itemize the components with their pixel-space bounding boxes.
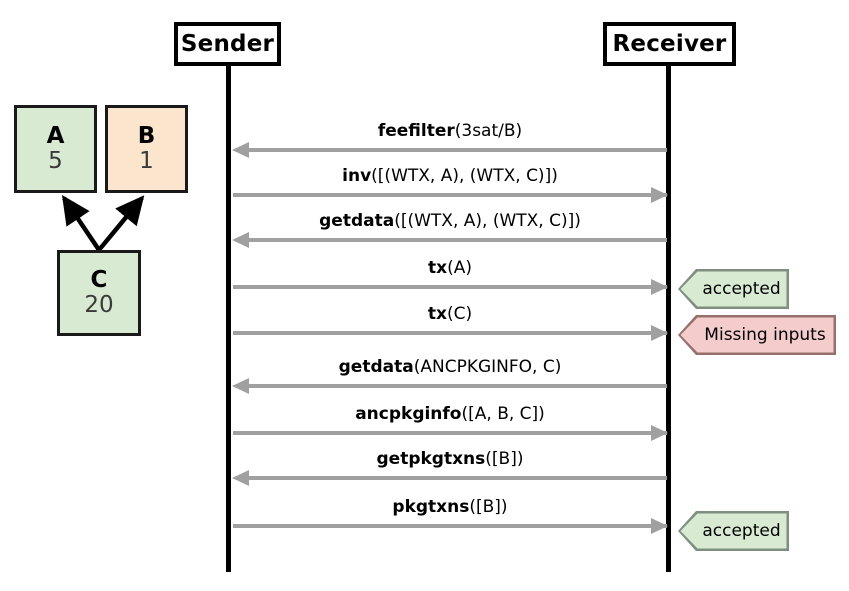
- message-label: inv([(WTX, A), (WTX, C)]): [233, 166, 667, 186]
- message-command: inv: [342, 166, 372, 186]
- message-line: [233, 285, 667, 289]
- message-command: feefilter: [377, 121, 455, 141]
- status-badge-label: accepted: [702, 521, 781, 541]
- status-badge-label: Missing inputs: [704, 325, 826, 345]
- message-label: pkgtxns([B]): [233, 497, 667, 517]
- badge-background: [678, 315, 836, 355]
- status-badge-accepted-tx-a: accepted: [678, 269, 789, 309]
- message-args: (A): [447, 258, 472, 278]
- arrow-head-left-icon: [232, 232, 249, 248]
- arrow-head-right-icon: [651, 425, 668, 441]
- message-label: tx(A): [233, 258, 667, 278]
- message-line: [233, 524, 667, 528]
- arrow-head-right-icon: [651, 187, 668, 203]
- tx-node-b[interactable]: B 1: [105, 105, 188, 193]
- badge-background: [678, 269, 789, 309]
- message-line: [233, 431, 667, 435]
- message-command: tx: [427, 304, 447, 324]
- message-args: ([A, B, C]): [461, 404, 545, 424]
- message-args: (3sat/B): [454, 121, 523, 141]
- lifeline-sender: [226, 66, 231, 572]
- tx-node-a[interactable]: A 5: [14, 105, 97, 193]
- tx-node-id: A: [46, 123, 65, 149]
- tx-node-id: C: [90, 267, 108, 293]
- message-label: getpkgtxns([B]): [233, 449, 667, 469]
- message-args: (ANCPKGINFO, C): [413, 357, 562, 377]
- lifeline-receiver: [666, 66, 671, 572]
- message-command: getpkgtxns: [376, 449, 486, 469]
- message-command: tx: [428, 258, 448, 278]
- message-command: pkgtxns: [392, 497, 470, 517]
- message-line: [236, 238, 667, 242]
- message-args: ([B]): [485, 449, 524, 469]
- arrow-head-left-icon: [232, 470, 249, 486]
- message-line: [236, 476, 667, 480]
- message-args: (C): [446, 304, 473, 324]
- message-label: tx(C): [233, 304, 667, 324]
- badge-background: [678, 511, 789, 551]
- message-line: [233, 193, 667, 197]
- status-badge-label: accepted: [702, 279, 781, 299]
- tx-node-value: 5: [48, 148, 63, 174]
- message-command: getdata: [319, 211, 395, 231]
- tx-node-c[interactable]: C 20: [57, 250, 141, 336]
- message-line: [233, 331, 667, 335]
- arrow-head-left-icon: [232, 142, 249, 158]
- message-line: [236, 148, 667, 152]
- tx-node-id: B: [137, 123, 156, 149]
- message-label: getdata([(WTX, A), (WTX, C)]): [233, 211, 667, 231]
- message-label: feefilter(3sat/B): [233, 121, 667, 141]
- message-args: ([(WTX, A), (WTX, C)]): [371, 166, 558, 186]
- message-args: ([(WTX, A), (WTX, C)]): [394, 211, 581, 231]
- message-label: getdata(ANCPKGINFO, C): [233, 357, 667, 377]
- arrow-head-right-icon: [651, 325, 668, 341]
- arrow-head-right-icon: [651, 279, 668, 295]
- message-command: getdata: [338, 357, 414, 377]
- arrow-head-left-icon: [232, 378, 249, 394]
- message-args: ([B]): [469, 497, 508, 517]
- message-label: ancpkginfo([A, B, C]): [233, 404, 667, 424]
- message-command: ancpkginfo: [355, 404, 462, 424]
- arrow-head-right-icon: [651, 518, 668, 534]
- tx-node-value: 1: [139, 148, 154, 174]
- tx-node-value: 20: [84, 292, 114, 318]
- participant-sender[interactable]: Sender: [174, 22, 281, 66]
- participant-receiver[interactable]: Receiver: [603, 22, 736, 66]
- status-badge-accepted-pkgtxns: accepted: [678, 511, 789, 551]
- message-line: [236, 384, 667, 388]
- status-badge-missing-inputs-tx-c: Missing inputs: [678, 315, 836, 355]
